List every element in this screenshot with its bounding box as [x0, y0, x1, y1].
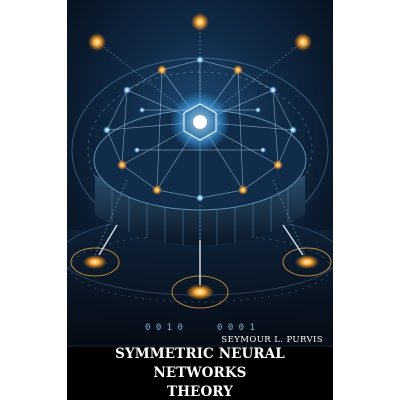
- book-title: SYMMETRIC NEURAL NETWORKS THEORY: [115, 346, 285, 400]
- central-core: [170, 92, 230, 152]
- cover-illustration: 0 0 1 0 0 0 0 1: [67, 0, 333, 345]
- orange-nodes: [88, 13, 312, 195]
- blue-nodes: [103, 56, 297, 202]
- binary-right: 0 0 0 1: [217, 323, 255, 333]
- author-name: SEYMOUR L. PURVIS: [221, 335, 323, 345]
- book-cover: 0 0 1 0 0 0 0 1 SEYMOUR L. PURVIS SYMMET…: [67, 0, 333, 400]
- binary-digits: 0 0 1 0 0 0 0 1: [145, 323, 255, 333]
- binary-left: 0 0 1 0: [145, 323, 183, 333]
- title-band: SYMMETRIC NEURAL NETWORKS THEORY: [67, 346, 333, 400]
- ground-pods: [70, 224, 332, 309]
- platform-ribs: [111, 186, 289, 246]
